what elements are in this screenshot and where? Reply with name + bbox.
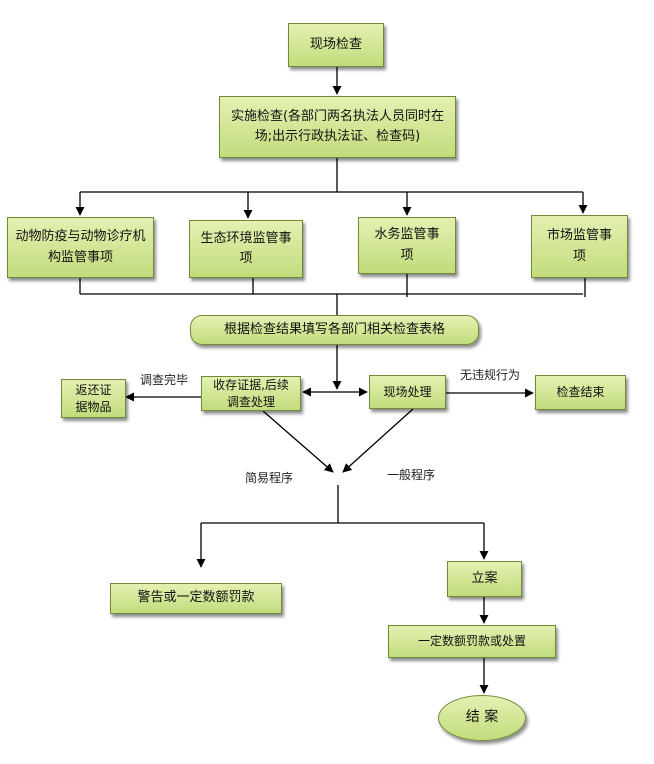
node-onsite-check: 现场检查 [288, 23, 384, 67]
node-close-case: 结 案 [438, 695, 526, 741]
label-general-procedure: 一般程序 [387, 468, 436, 482]
node-market: 市场监管事项 [531, 215, 628, 278]
node-fine-or-disposal: 一定数额罚款或处置 [388, 625, 556, 658]
label-investigation-done: 调查完毕 [140, 373, 189, 387]
node-return-items: 返还证据物品 [61, 379, 126, 418]
node-warning-fine: 警告或一定数额罚款 [110, 583, 282, 614]
node-implement-check: 实施检查(各部门两名执法人员同时在场;出示行政执法证、检查码) [219, 96, 456, 158]
node-check-end: 检查结束 [535, 375, 626, 410]
node-onsite-handling: 现场处理 [369, 375, 446, 409]
node-animal-epidemic: 动物防疫与动物诊疗机构监管事项 [7, 217, 154, 278]
node-fill-forms: 根据检查结果填写各部门相关检查表格 [190, 315, 479, 345]
node-file-case: 立案 [447, 561, 522, 597]
node-water: 水务监管事项 [358, 217, 456, 274]
label-no-violation: 无违规行为 [460, 368, 521, 382]
label-simple-procedure: 简易程序 [245, 471, 294, 485]
node-ecology: 生态环境监管事项 [189, 220, 303, 278]
node-preserve-evidence: 收存证据,后续调查处理 [201, 376, 301, 411]
